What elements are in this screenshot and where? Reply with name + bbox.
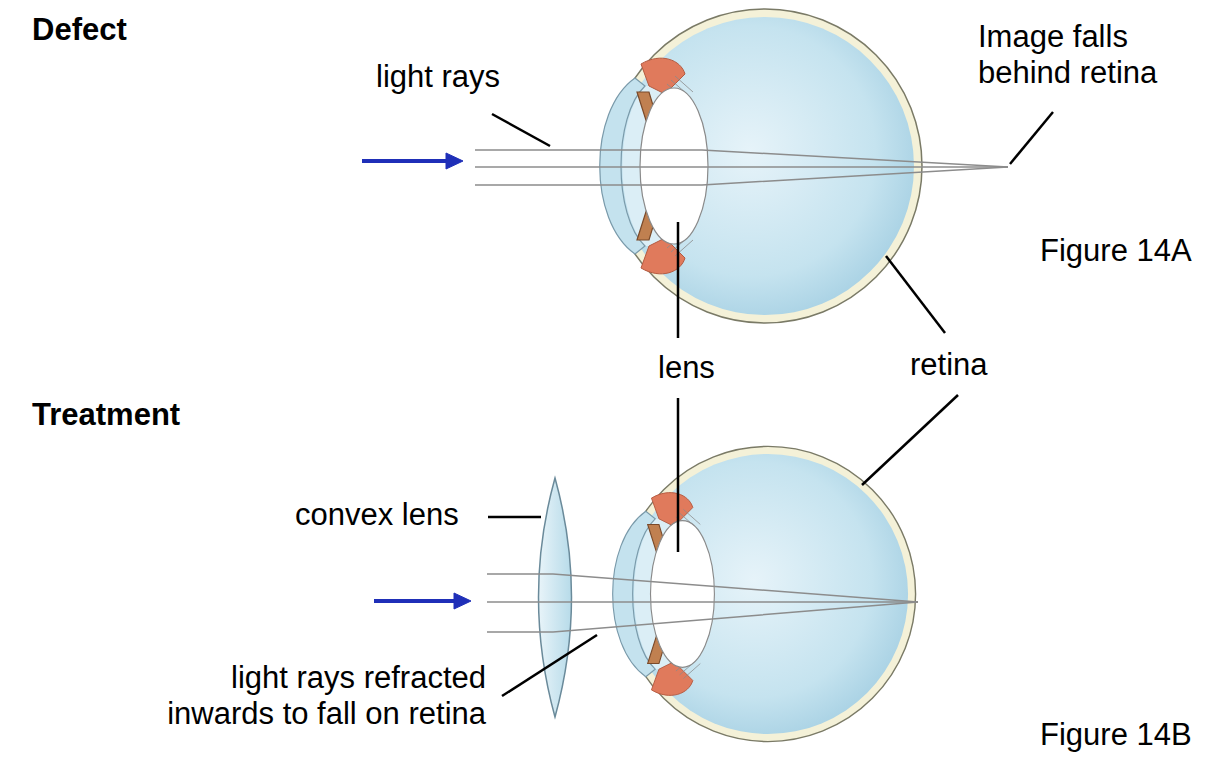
callout-label: convex lens [295,497,495,533]
light-ray [475,167,1008,185]
light-ray [487,574,918,602]
leader-line [862,395,958,485]
section-heading: Defect [32,12,232,48]
callout-label: Image falls behind retina [978,19,1193,91]
leader-line [502,635,597,696]
eyeball [613,446,916,741]
callout-label: retina [910,347,1060,383]
callout-label: light rays refracted inwards to fall on … [141,660,486,732]
light-ray [487,601,918,603]
arrow-head [446,153,463,169]
convex-lens [539,478,572,717]
light-rays [475,150,1008,632]
callout-label: light rays [376,59,576,95]
light-ray [487,602,918,632]
leader-line [677,398,680,552]
eyeball [600,9,922,323]
figure-number: Figure 14A [1040,233,1215,269]
direction-arrows [362,153,471,609]
light-ray [475,166,1008,168]
arrow-head [454,593,471,609]
leader-line [886,256,945,333]
figure-number: Figure 14B [1040,717,1215,753]
arrow-shaft [362,159,448,163]
section-heading: Treatment [32,397,252,433]
callout-label: lens [658,350,758,386]
leader-lines [488,112,1053,696]
light-ray [475,150,1008,167]
leader-line [492,114,550,146]
leader-line [677,222,680,338]
arrow-shaft [374,599,456,603]
leader-line [488,516,541,519]
leader-line [1010,112,1053,164]
